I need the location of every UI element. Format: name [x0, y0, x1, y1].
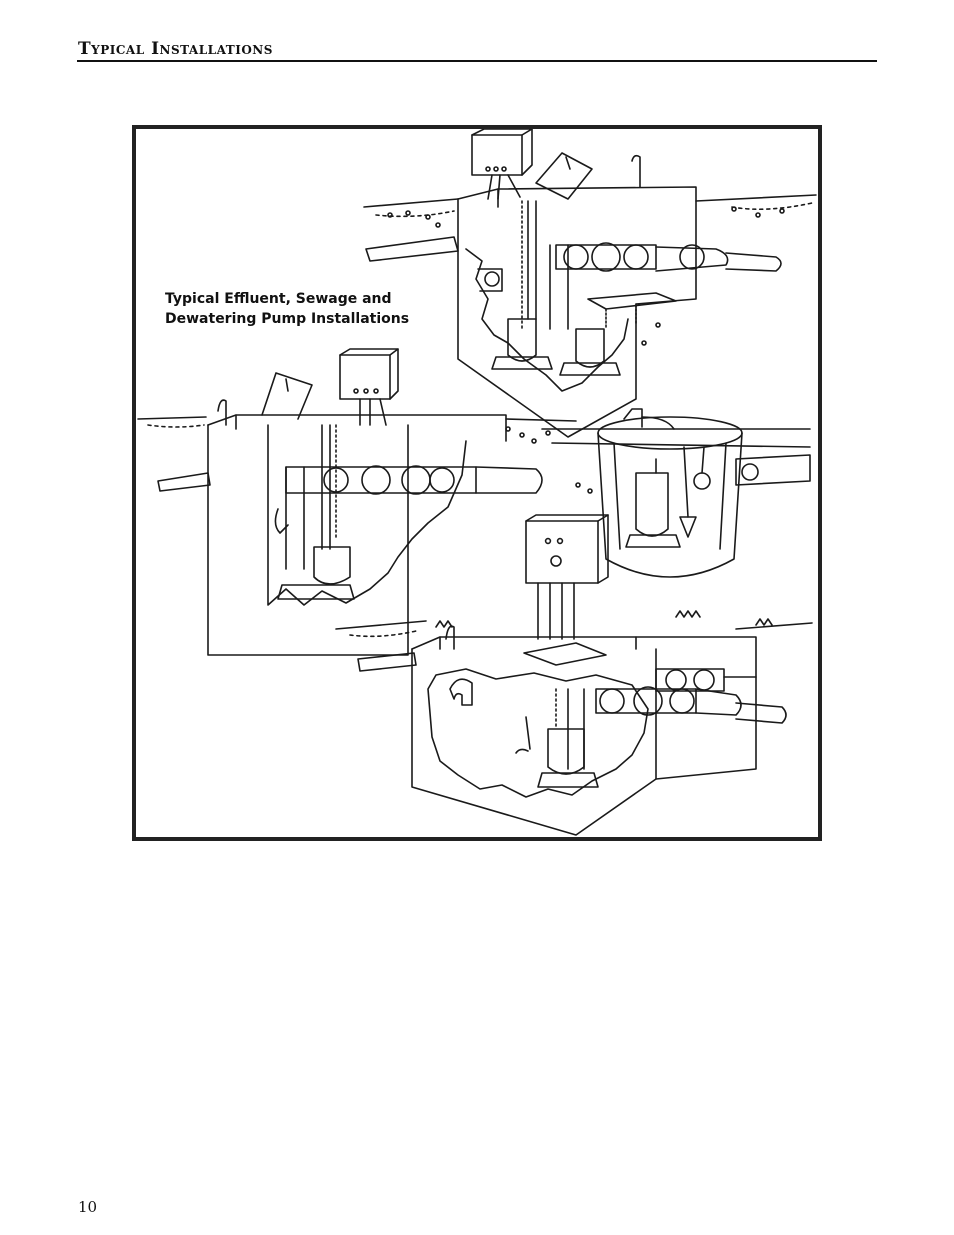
round-basin-illustration [541, 408, 811, 578]
page-number: 10 [78, 1198, 98, 1216]
figure-caption-line-1: Typical Effluent, Sewage and [165, 291, 392, 307]
section-title: Typical Installations [78, 39, 273, 59]
pump-installations-illustration [137, 129, 817, 836]
top-basin-illustration [363, 129, 817, 438]
header-rule [77, 60, 877, 62]
figure-caption: Typical Effluent, Sewage and Dewatering … [165, 289, 425, 329]
figure-caption-line-2: Dewatering Pump Installations [165, 311, 410, 327]
left-basin-illustration [137, 348, 593, 656]
installation-figure: Typical Effluent, Sewage and Dewatering … [132, 125, 822, 841]
bottom-basin-illustration [335, 514, 813, 836]
